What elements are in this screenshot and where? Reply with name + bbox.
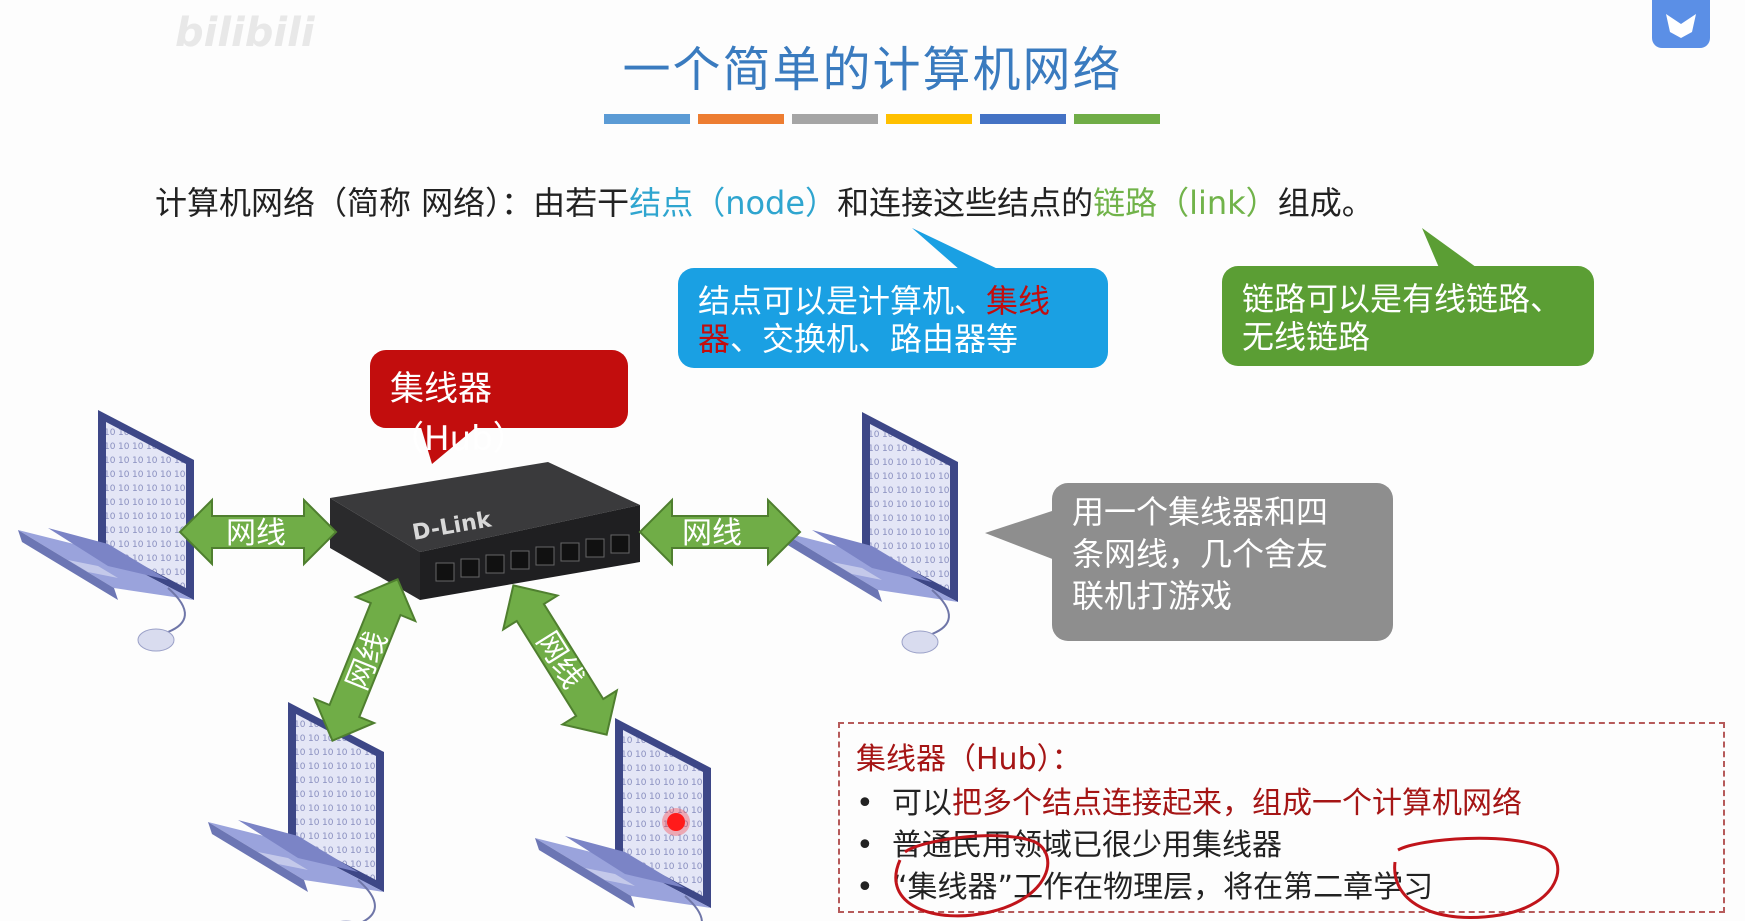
cable-label-right: 网线 [682, 516, 742, 551]
hub-info-box: 集线器（Hub）： • 可以把多个结点连接起来，组成一个计算机网络 • 普通民用领域… [838, 722, 1725, 913]
lan-callout-line3: 联机打游戏 [1072, 577, 1233, 615]
definition-part2: 和连接这些结点的 [837, 184, 1094, 222]
node-term: 结点（node） [629, 184, 838, 222]
accent-bar-6 [1074, 114, 1160, 124]
laser-pointer-dot [667, 813, 685, 831]
switch-ports [435, 534, 630, 582]
bullet-1-highlight: 把多个结点连接起来，组成一个计算机网络 [952, 786, 1522, 821]
accent-bar-3 [792, 114, 878, 124]
bilibili-watermark: bilibili [175, 10, 315, 56]
link-callout: 链路可以是有线链路、 无线链路 [1222, 266, 1594, 366]
hub-callout-pointer [420, 424, 480, 464]
link-callout-line2: 无线链路 [1242, 318, 1371, 356]
cable-arrow-right [638, 497, 802, 567]
cable-arrow-bottom-left [312, 578, 418, 742]
bullet-symbol: • [856, 828, 874, 863]
cable-arrow-bottom-right [501, 584, 619, 736]
node-callout-text-2: 、交换机、路由器等 [730, 320, 1019, 358]
node-callout-hub-highlight-2: 器 [698, 320, 731, 358]
lan-callout-line1: 用一个集线器和四 [1072, 493, 1329, 531]
accent-bar-1 [604, 114, 690, 124]
accent-bar-4 [886, 114, 972, 124]
bird-icon [1666, 14, 1696, 38]
node-callout-hub-highlight: 集线 [986, 282, 1051, 320]
app-badge-icon[interactable] [1652, 0, 1710, 48]
network-definition: 计算机网络（简称 网络）：由若干结点（node）和连接这些结点的链路（link）… [155, 178, 1374, 224]
info-bullet-2: • 普通民用领域已很少用集线器 [856, 820, 1282, 864]
accent-bar-2 [698, 114, 784, 124]
cable-label-left: 网线 [226, 516, 286, 551]
definition-part1: 计算机网络（简称 网络）：由若干 [155, 184, 630, 222]
annotation-circle-hub [894, 834, 1050, 918]
node-callout-pointer [912, 228, 1000, 270]
bullet-symbol: • [856, 786, 874, 821]
cable-arrow-left [178, 497, 338, 567]
definition-part3: 组成。 [1277, 184, 1374, 222]
info-box-title: 集线器（Hub）： [856, 742, 1082, 777]
info-bullet-1: • 可以把多个结点连接起来，组成一个计算机网络 [856, 778, 1522, 822]
hub-device: D-Link [330, 462, 640, 600]
bullet-symbol: • [856, 870, 874, 905]
accent-bar-5 [980, 114, 1066, 124]
link-term: 链路（link） [1093, 184, 1278, 222]
slide-title: 一个简单的计算机网络 [622, 42, 1123, 98]
bullet-1-plain: 可以 [892, 786, 952, 821]
link-callout-pointer [1422, 228, 1480, 270]
bullet-2-text: 普通民用领域已很少用集线器 [892, 828, 1282, 863]
bullet-3-text: “集线器”工作在物理层，将在第二章学习 [892, 870, 1434, 905]
lan-callout-pointer [985, 510, 1055, 560]
info-bullet-3: • “集线器”工作在物理层，将在第二章学习 [856, 862, 1433, 906]
node-callout: 结点可以是计算机、集线 器、交换机、路由器等 [678, 268, 1108, 368]
node-callout-text: 结点可以是计算机、 [698, 282, 987, 320]
cable-arrows [178, 497, 802, 742]
lan-callout: 用一个集线器和四 条网线，几个舍友 联机打游戏 [1052, 483, 1393, 641]
link-callout-line1: 链路可以是有线链路、 [1242, 280, 1563, 318]
lan-callout-line2: 条网线，几个舍友 [1072, 535, 1329, 573]
annotation-circle-chapter [1393, 836, 1560, 920]
hub-callout: 集线器（Hub） [370, 350, 628, 459]
